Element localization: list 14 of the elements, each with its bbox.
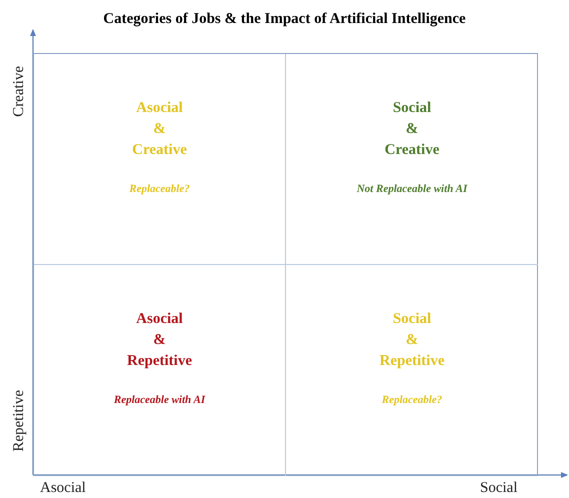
quadrant-note: Replaceable?: [129, 182, 190, 197]
quadrant: [34, 54, 286, 265]
chart-title: Categories of Jobs & the Impact of Artificial Intelligence: [102, 10, 467, 29]
quadrant-note: Replaceable?: [382, 393, 442, 408]
axis-label: Asocial: [40, 479, 86, 497]
quadrant-heading: Social & Creative: [384, 99, 440, 160]
quadrant-heading: Asocial & Repetitive: [127, 310, 192, 371]
quadrant-note: Replaceable with AI: [114, 393, 206, 408]
axis-label: Social: [480, 479, 518, 497]
axis-label: Repetitive: [10, 390, 28, 452]
axis-label: Creative: [10, 66, 28, 117]
quadrant-heading: Social & Repetitive: [380, 310, 444, 371]
quadrant-note: Not Replaceable with AI: [356, 182, 468, 197]
quadrant-heading: Asocial & Creative: [132, 99, 187, 160]
